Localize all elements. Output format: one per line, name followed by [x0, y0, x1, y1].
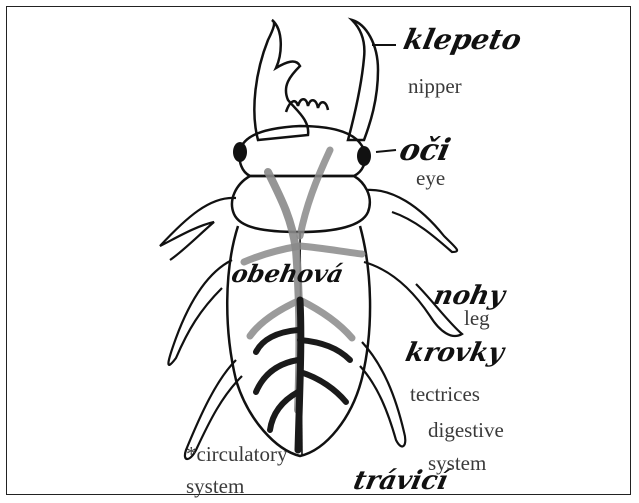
left-eye [233, 142, 247, 162]
label-tectrices: tectrices [410, 384, 480, 405]
circulatory-vessel [268, 172, 299, 410]
label-digestive: digestive [428, 420, 504, 441]
label-circulatory: *circulatory [186, 444, 287, 465]
right-eye [357, 146, 371, 166]
label-nipper: nipper [408, 76, 462, 97]
label-circulatory-system: system [186, 476, 244, 497]
label-leg: leg [464, 308, 490, 329]
handwritten-circulatory-system: obehová [229, 262, 345, 286]
left-mandible [254, 20, 308, 140]
label-digestive-system: system [428, 453, 486, 474]
handwritten-nipper: klepeto [401, 26, 524, 54]
head-outline [239, 126, 365, 176]
leg-front-left [160, 198, 236, 260]
handwritten-tectrices: krovky [403, 340, 506, 366]
leg-mid-left [168, 260, 232, 365]
right-mandible [348, 20, 378, 140]
handwritten-eye: oči [397, 136, 453, 166]
label-eye: eye [416, 168, 445, 189]
pointer-eye [376, 150, 396, 152]
leg-front-right [366, 190, 457, 252]
